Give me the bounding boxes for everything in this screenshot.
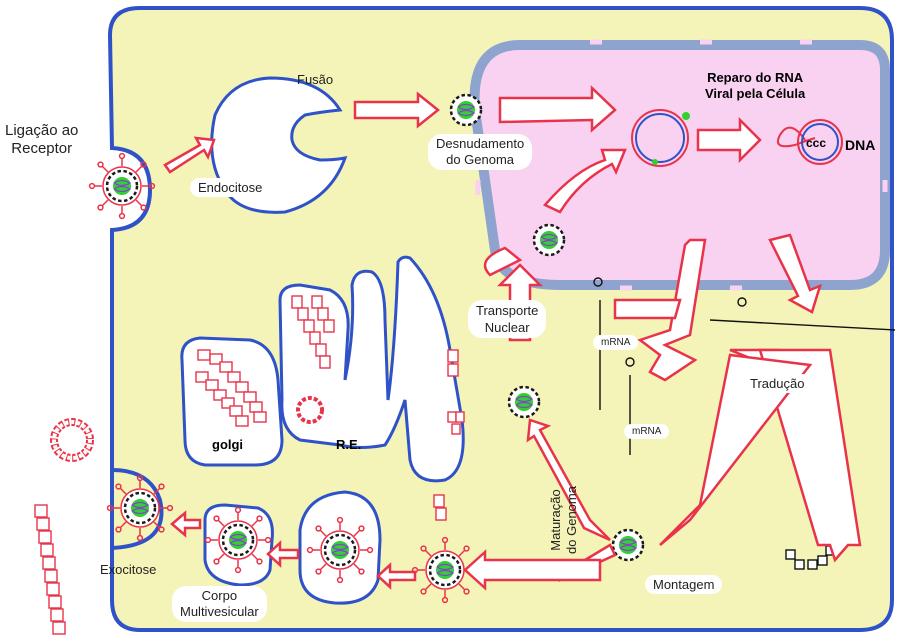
mrna-strands: [593, 277, 896, 455]
label-golgi: golgi: [212, 437, 244, 452]
filament-particle: [34, 504, 66, 635]
process-arrows: [163, 85, 862, 591]
label-er: R.E.: [336, 437, 362, 452]
capsid-maturation: [507, 385, 541, 419]
virion-exocytosis: [106, 474, 174, 542]
label-mrna-2: mRNA: [624, 424, 670, 439]
label-uncoating: Desnudamento do Genoma: [428, 134, 533, 170]
label-genome-maturation: Maturação do Genoma: [548, 486, 579, 554]
er-chains: [291, 295, 465, 521]
label-nuclear-transport: Transporte Nuclear: [468, 300, 547, 338]
rc-dna: [631, 109, 690, 167]
golgi-chains: [195, 349, 267, 427]
label-endocytosis: Endocitose: [190, 178, 271, 197]
empty-particle: [50, 418, 94, 462]
capsid-nuclear-entry: [532, 223, 566, 257]
label-genome-maturation-box: Maturação do Genoma: [543, 468, 585, 578]
nuclear-pores: [475, 39, 888, 291]
label-fusion: Fusão: [297, 72, 334, 87]
capsid-uncoating: [449, 93, 483, 127]
label-rna-repair: Reparo do RNA Viral pela Célula: [705, 70, 806, 101]
virion-mvb-1: [204, 506, 272, 574]
label-mrna-1: mRNA: [593, 335, 639, 350]
capsid-assembly: [611, 528, 645, 562]
label-receptor-binding: Ligação ao Receptor: [5, 122, 79, 157]
virion-mvb-2: [306, 516, 374, 584]
label-assembly: Montagem: [645, 575, 723, 594]
label-ccc: ccc: [806, 136, 827, 150]
virion-binding: [88, 152, 156, 220]
label-dna: DNA: [845, 137, 876, 153]
label-exocytosis: Exocitose: [100, 562, 157, 577]
ccc-dna: [776, 119, 843, 165]
label-mvb: Corpo Multivesicular: [172, 586, 267, 622]
label-translation: Tradução: [742, 374, 813, 393]
